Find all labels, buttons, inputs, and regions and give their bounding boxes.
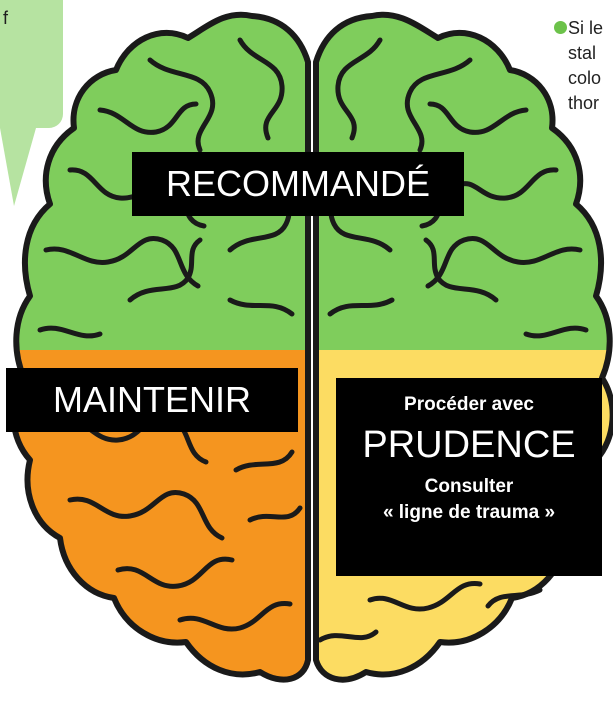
label-recommended-text: RECOMMANDÉ [132, 166, 464, 202]
bullet-dot [554, 21, 567, 34]
note-line-2: stal [554, 41, 613, 66]
caution-line-3: Consulter [336, 476, 602, 498]
side-note: Si le stal colo thor [554, 16, 613, 116]
label-recommended: RECOMMANDÉ [132, 152, 464, 216]
note-line-3: colo [554, 66, 613, 91]
caution-line-4: « ligne de trauma » [336, 502, 602, 524]
note-line-4: thor [554, 91, 613, 116]
label-maintain: MAINTENIR [6, 368, 298, 432]
label-maintain-text: MAINTENIR [6, 382, 298, 418]
caution-line-2: PRUDENCE [336, 424, 602, 467]
label-caution: Procéder avec PRUDENCE Consulter « ligne… [336, 378, 602, 576]
caution-line-1: Procéder avec [336, 394, 602, 416]
